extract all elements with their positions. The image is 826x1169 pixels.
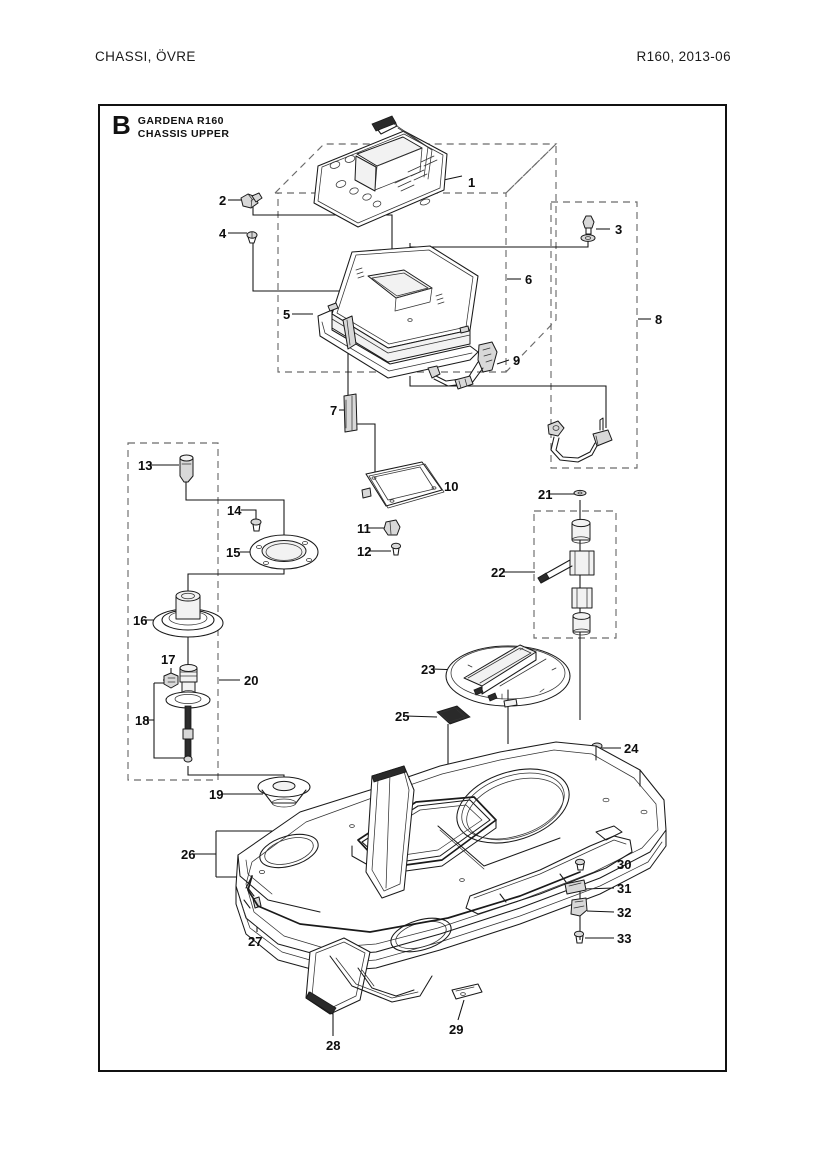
callout-31[interactable]: 31: [617, 881, 632, 896]
title-block: B GARDENA R160 CHASSIS UPPER: [112, 112, 229, 142]
section-letter: B: [112, 110, 131, 140]
title-line-model: GARDENA R160: [137, 115, 224, 127]
callout-14[interactable]: 14: [227, 503, 242, 518]
callout-8[interactable]: 8: [655, 312, 663, 327]
callout-28[interactable]: 28: [326, 1038, 341, 1053]
callout-5[interactable]: 5: [283, 307, 291, 322]
callout-19[interactable]: 19: [209, 787, 224, 802]
callout-33[interactable]: 33: [617, 931, 632, 946]
callout-13[interactable]: 13: [138, 458, 153, 473]
callout-11[interactable]: 11: [357, 521, 371, 536]
callout-7[interactable]: 7: [330, 403, 338, 418]
callout-4[interactable]: 4: [219, 226, 227, 241]
header-right-model: R160, 2013-06: [636, 49, 731, 64]
callout-9[interactable]: 9: [513, 353, 521, 368]
callout-26[interactable]: 26: [181, 847, 196, 862]
callout-23[interactable]: 23: [421, 662, 436, 677]
callout-30[interactable]: 30: [617, 857, 632, 872]
callout-16[interactable]: 16: [133, 613, 148, 628]
callout-18[interactable]: 18: [135, 713, 150, 728]
callout-20[interactable]: 20: [244, 673, 259, 688]
title-line-assembly: CHASSIS UPPER: [137, 128, 230, 141]
callout-32[interactable]: 32: [617, 905, 632, 920]
callout-25[interactable]: 25: [395, 709, 410, 724]
callout-10[interactable]: 10: [444, 479, 459, 494]
header-left-title: CHASSI, ÖVRE: [95, 49, 196, 64]
callout-3[interactable]: 3: [615, 222, 623, 237]
callout-24[interactable]: 24: [624, 741, 639, 756]
callout-12[interactable]: 12: [357, 544, 372, 559]
callout-6[interactable]: 6: [525, 272, 533, 287]
callout-22[interactable]: 22: [491, 565, 506, 580]
callout-17[interactable]: 17: [161, 652, 176, 667]
diagram-frame: [98, 104, 727, 1072]
callout-21[interactable]: 21: [538, 487, 553, 502]
callout-2[interactable]: 2: [219, 193, 227, 208]
callout-1[interactable]: 1: [468, 175, 476, 190]
callout-15[interactable]: 15: [226, 545, 241, 560]
callout-29[interactable]: 29: [449, 1022, 464, 1037]
callout-27[interactable]: 27: [248, 934, 263, 949]
